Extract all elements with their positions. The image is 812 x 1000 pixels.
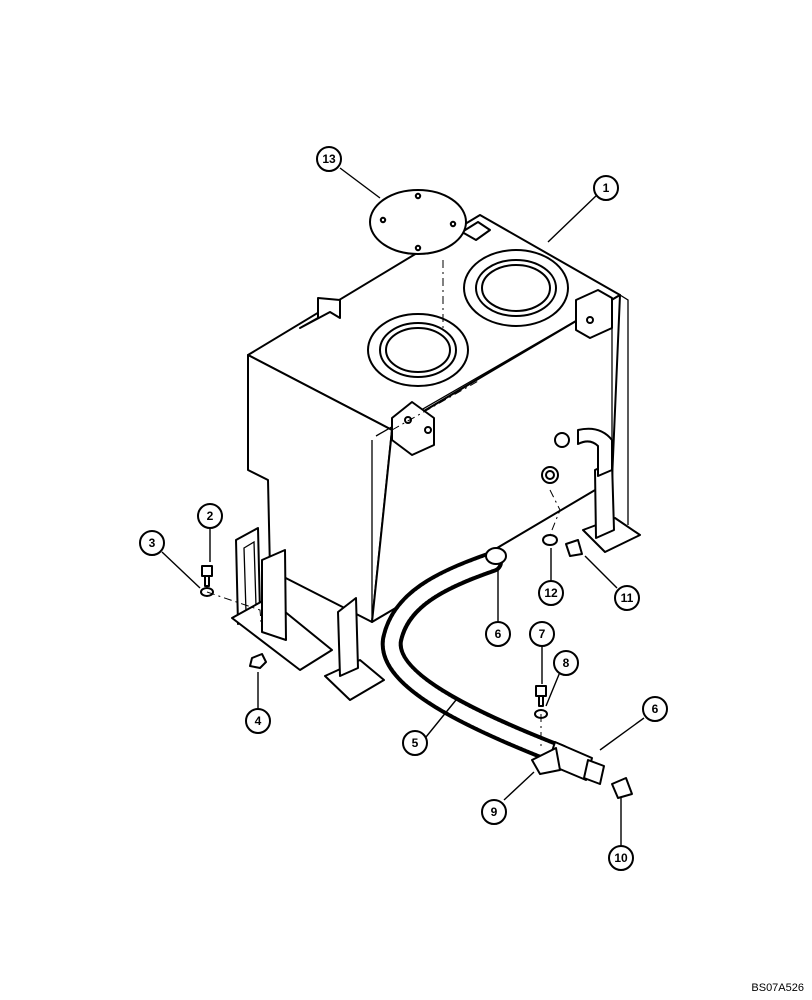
svg-text:5: 5 bbox=[412, 736, 419, 750]
suction-hose bbox=[380, 547, 605, 785]
svg-text:6: 6 bbox=[495, 627, 502, 641]
svg-text:9: 9 bbox=[491, 805, 498, 819]
callout-6a: 6 bbox=[485, 621, 511, 647]
leader-lines bbox=[161, 167, 645, 848]
svg-text:7: 7 bbox=[539, 627, 546, 641]
callout-3: 3 bbox=[139, 530, 165, 556]
hardware bbox=[200, 489, 633, 799]
callout-1: 1 bbox=[593, 175, 619, 201]
callout-9: 9 bbox=[481, 799, 507, 825]
svg-text:11: 11 bbox=[621, 591, 634, 605]
svg-text:3: 3 bbox=[149, 536, 156, 550]
svg-text:2: 2 bbox=[207, 509, 214, 523]
callout-4: 4 bbox=[245, 708, 271, 734]
callout-12: 12 bbox=[538, 580, 564, 606]
svg-text:13: 13 bbox=[322, 152, 336, 166]
callout-7: 7 bbox=[529, 621, 555, 647]
callout-8: 8 bbox=[553, 650, 579, 676]
callout-2: 2 bbox=[197, 503, 223, 529]
svg-text:1: 1 bbox=[603, 181, 610, 195]
callout-6b: 6 bbox=[642, 696, 668, 722]
callout-10: 10 bbox=[608, 845, 634, 871]
drawing-code: BS07A526 bbox=[751, 982, 804, 994]
hydraulic-tank bbox=[231, 214, 641, 701]
cover-plate bbox=[369, 189, 467, 255]
svg-text:8: 8 bbox=[563, 656, 570, 670]
svg-text:4: 4 bbox=[255, 714, 262, 728]
svg-text:10: 10 bbox=[614, 851, 628, 865]
callout-13: 13 bbox=[316, 146, 342, 172]
svg-text:12: 12 bbox=[544, 586, 558, 600]
callout-5: 5 bbox=[402, 730, 428, 756]
svg-text:6: 6 bbox=[652, 702, 659, 716]
callout-11: 11 bbox=[614, 585, 640, 611]
